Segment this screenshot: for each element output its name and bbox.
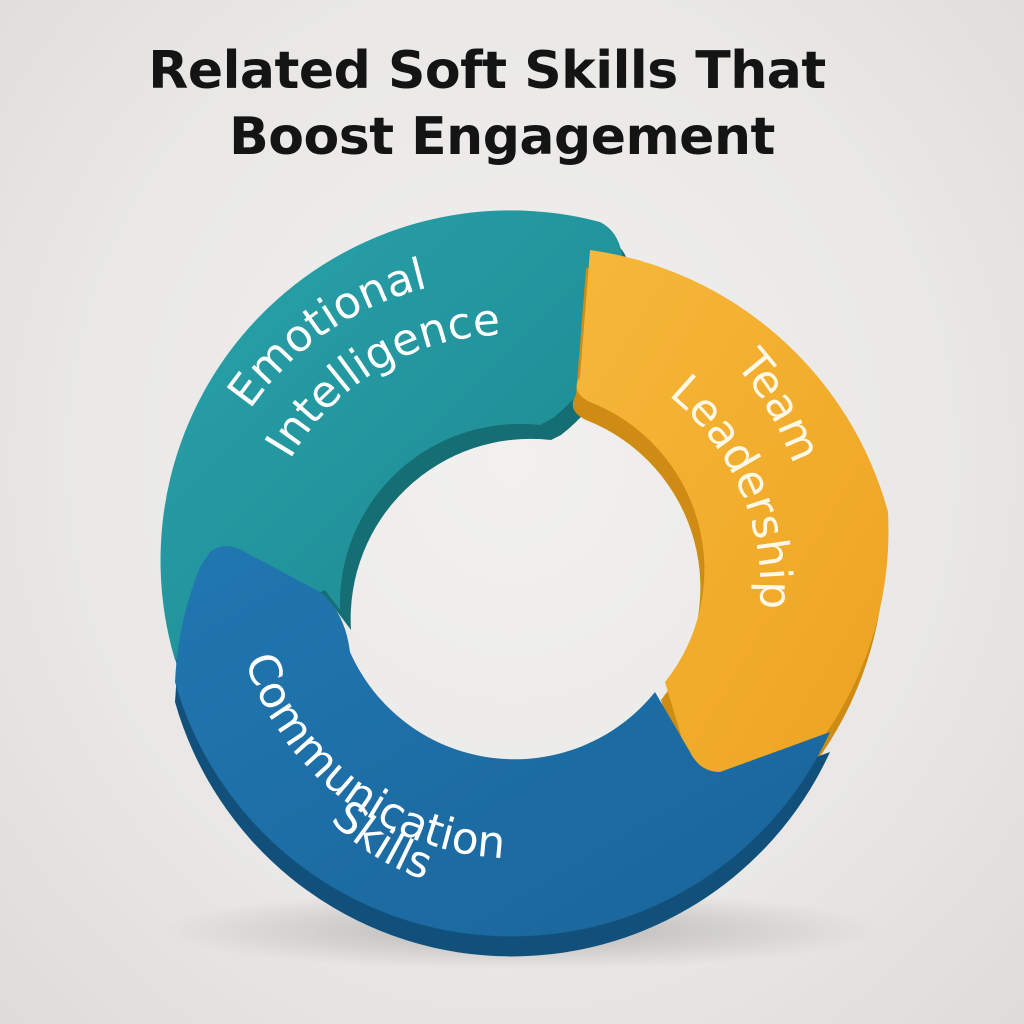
page-title: Related Soft Skills That Boost Engagemen… [0, 38, 1024, 170]
segment-emotional-intelligence[interactable]: Emotional Intelligence [160, 210, 632, 681]
title-line-1: Related Soft Skills That [148, 41, 826, 101]
title-line-2: Boost Engagement [229, 107, 775, 167]
segment-team-leadership[interactable]: Team Leadership [572, 250, 889, 790]
